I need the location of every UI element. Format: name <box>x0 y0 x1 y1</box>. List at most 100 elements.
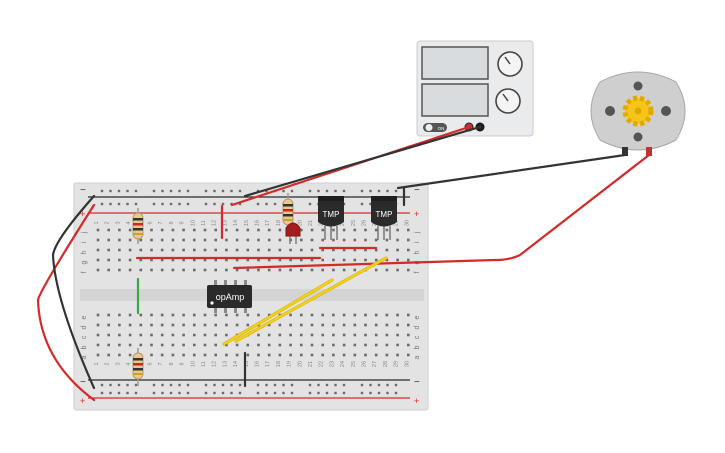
breadboard-hole[interactable] <box>267 343 271 347</box>
breadboard-hole[interactable] <box>332 313 335 317</box>
breadboard-hole[interactable] <box>150 268 153 272</box>
rail-hole[interactable] <box>290 391 294 395</box>
rail-hole[interactable] <box>308 383 312 387</box>
breadboard-hole[interactable] <box>342 323 346 327</box>
breadboard-hole[interactable] <box>225 258 228 262</box>
breadboard-hole[interactable] <box>385 353 389 357</box>
breadboard-hole[interactable] <box>278 268 282 272</box>
breadboard-hole[interactable] <box>353 353 357 357</box>
rail-hole[interactable] <box>204 202 208 206</box>
breadboard-hole[interactable] <box>203 258 207 262</box>
breadboard-hole[interactable] <box>118 268 121 272</box>
breadboard-hole[interactable] <box>267 228 271 232</box>
rail-hole[interactable] <box>308 391 312 395</box>
breadboard-hole[interactable] <box>118 323 121 327</box>
breadboard-hole[interactable] <box>182 248 185 252</box>
breadboard-hole[interactable] <box>128 323 132 327</box>
resistor-top-left[interactable] <box>132 208 144 244</box>
breadboard-hole[interactable] <box>107 248 110 252</box>
breadboard-hole[interactable] <box>407 313 410 317</box>
breadboard-hole[interactable] <box>107 353 110 357</box>
breadboard-hole[interactable] <box>278 333 282 337</box>
breadboard-hole[interactable] <box>353 313 357 317</box>
breadboard-hole[interactable] <box>342 248 346 252</box>
opamp-chip[interactable]: opAmp <box>207 280 252 313</box>
breadboard-hole[interactable] <box>407 353 410 357</box>
rail-hole[interactable] <box>325 189 329 193</box>
breadboard-hole[interactable] <box>332 258 335 262</box>
rail-hole[interactable] <box>161 202 164 206</box>
breadboard-hole[interactable] <box>300 228 303 232</box>
rail-hole[interactable] <box>169 391 173 395</box>
breadboard-hole[interactable] <box>193 248 196 252</box>
breadboard-hole[interactable] <box>300 258 303 262</box>
breadboard-hole[interactable] <box>321 323 324 327</box>
breadboard-hole[interactable] <box>257 248 260 252</box>
breadboard-hole[interactable] <box>139 323 143 327</box>
motor-terminal-negative[interactable] <box>622 147 628 156</box>
rail-hole[interactable] <box>152 202 156 206</box>
rail-hole[interactable] <box>221 189 225 193</box>
rail-hole[interactable] <box>273 383 277 387</box>
breadboard-hole[interactable] <box>374 323 378 327</box>
rail-hole[interactable] <box>109 391 112 395</box>
rail-hole[interactable] <box>369 391 372 395</box>
breadboard-hole[interactable] <box>96 333 100 337</box>
rail-hole[interactable] <box>169 189 173 193</box>
breadboard-hole[interactable] <box>289 343 292 347</box>
breadboard-hole[interactable] <box>407 343 410 347</box>
breadboard-hole[interactable] <box>160 268 164 272</box>
rail-hole[interactable] <box>265 391 268 395</box>
breadboard-hole[interactable] <box>289 268 292 272</box>
breadboard-hole[interactable] <box>107 343 110 347</box>
rail-hole[interactable] <box>117 189 121 193</box>
rail-hole[interactable] <box>394 391 398 395</box>
breadboard-hole[interactable] <box>118 353 121 357</box>
breadboard-hole[interactable] <box>96 228 100 232</box>
rail-hole[interactable] <box>100 189 104 193</box>
breadboard-hole[interactable] <box>214 238 217 242</box>
breadboard-hole[interactable] <box>278 353 282 357</box>
breadboard-hole[interactable] <box>96 248 100 252</box>
rail-hole[interactable] <box>273 202 277 206</box>
breadboard-hole[interactable] <box>128 343 132 347</box>
breadboard-hole[interactable] <box>225 323 228 327</box>
rail-hole[interactable] <box>282 189 285 193</box>
breadboard-hole[interactable] <box>203 323 207 327</box>
breadboard-hole[interactable] <box>364 333 367 337</box>
breadboard-hole[interactable] <box>128 248 132 252</box>
breadboard-hole[interactable] <box>300 323 303 327</box>
breadboard-hole[interactable] <box>396 323 399 327</box>
breadboard-hole[interactable] <box>385 228 389 232</box>
breadboard-hole[interactable] <box>342 353 346 357</box>
breadboard-hole[interactable] <box>96 313 100 317</box>
rail-hole[interactable] <box>161 391 164 395</box>
breadboard-hole[interactable] <box>385 333 389 337</box>
breadboard-hole[interactable] <box>374 228 378 232</box>
breadboard-hole[interactable] <box>246 258 250 262</box>
breadboard-hole[interactable] <box>171 248 175 252</box>
breadboard-hole[interactable] <box>193 228 196 232</box>
rail-hole[interactable] <box>230 202 233 206</box>
breadboard-hole[interactable] <box>235 268 239 272</box>
breadboard-hole[interactable] <box>203 268 207 272</box>
breadboard-hole[interactable] <box>214 248 217 252</box>
breadboard-hole[interactable] <box>225 343 228 347</box>
breadboard-hole[interactable] <box>246 353 250 357</box>
breadboard-hole[interactable] <box>160 323 164 327</box>
rail-hole[interactable] <box>369 189 372 193</box>
rail-hole[interactable] <box>126 383 129 387</box>
breadboard-hole[interactable] <box>374 238 378 242</box>
breadboard-hole[interactable] <box>246 323 250 327</box>
breadboard-hole[interactable] <box>139 313 143 317</box>
breadboard-hole[interactable] <box>139 268 143 272</box>
breadboard-hole[interactable] <box>396 228 399 232</box>
breadboard-hole[interactable] <box>396 248 399 252</box>
breadboard-hole[interactable] <box>193 323 196 327</box>
breadboard-hole[interactable] <box>107 313 110 317</box>
breadboard-hole[interactable] <box>128 268 132 272</box>
breadboard-hole[interactable] <box>139 343 143 347</box>
breadboard-hole[interactable] <box>396 333 399 337</box>
rail-hole[interactable] <box>360 189 364 193</box>
rail-hole[interactable] <box>126 391 129 395</box>
